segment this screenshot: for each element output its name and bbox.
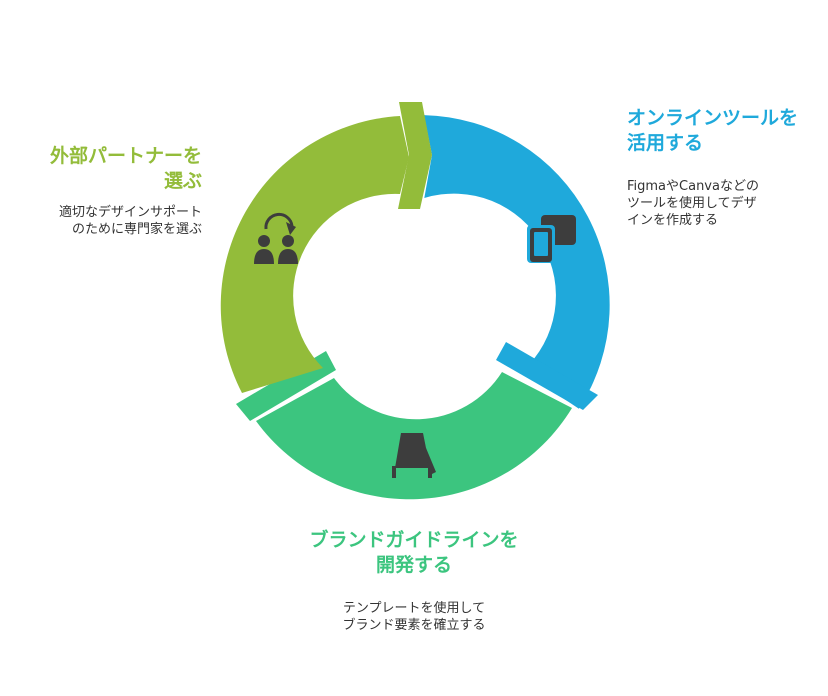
title-line: 活用する xyxy=(627,132,704,154)
desc-line: テンプレートを使用して xyxy=(342,601,486,616)
title-line: ブランドガイドラインを xyxy=(309,529,519,551)
desc-line: FigmaやCanvaなどの xyxy=(627,179,759,194)
desc-line: のために専門家を選ぶ xyxy=(71,222,202,237)
step-desc-external-partner: 適切なデザインサポート のために専門家を選ぶ xyxy=(20,204,202,238)
segment-external-partner-chevron xyxy=(398,102,432,209)
step-title-external-partner: 外部パートナーを 選ぶ xyxy=(20,144,202,194)
devices-icon xyxy=(527,215,576,263)
segment-online-tools-tail xyxy=(496,342,598,410)
step-desc-online-tools: FigmaやCanvaなどの ツールを使用してデザ インを作成する xyxy=(627,178,817,229)
desc-line: ツールを使用してデザ xyxy=(627,196,757,211)
desc-line: インを作成する xyxy=(627,213,719,228)
desc-line: ブランド要素を確立する xyxy=(342,618,486,633)
desc-line: 適切なデザインサポート xyxy=(58,205,202,220)
title-line: 選ぶ xyxy=(163,170,202,192)
signboard-icon xyxy=(392,433,436,478)
segment-external-partner xyxy=(220,116,409,393)
title-line: 開発する xyxy=(375,554,452,576)
step-title-brand-guidelines: ブランドガイドラインを 開発する xyxy=(264,528,564,578)
title-line: オンラインツールを xyxy=(627,107,799,129)
step-desc-brand-guidelines: テンプレートを使用して ブランド要素を確立する xyxy=(264,600,564,634)
step-title-online-tools: オンラインツールを 活用する xyxy=(627,106,827,156)
title-line: 外部パートナーを xyxy=(49,145,202,167)
people-swap-icon xyxy=(254,212,298,264)
segment-online-tools xyxy=(424,115,610,409)
